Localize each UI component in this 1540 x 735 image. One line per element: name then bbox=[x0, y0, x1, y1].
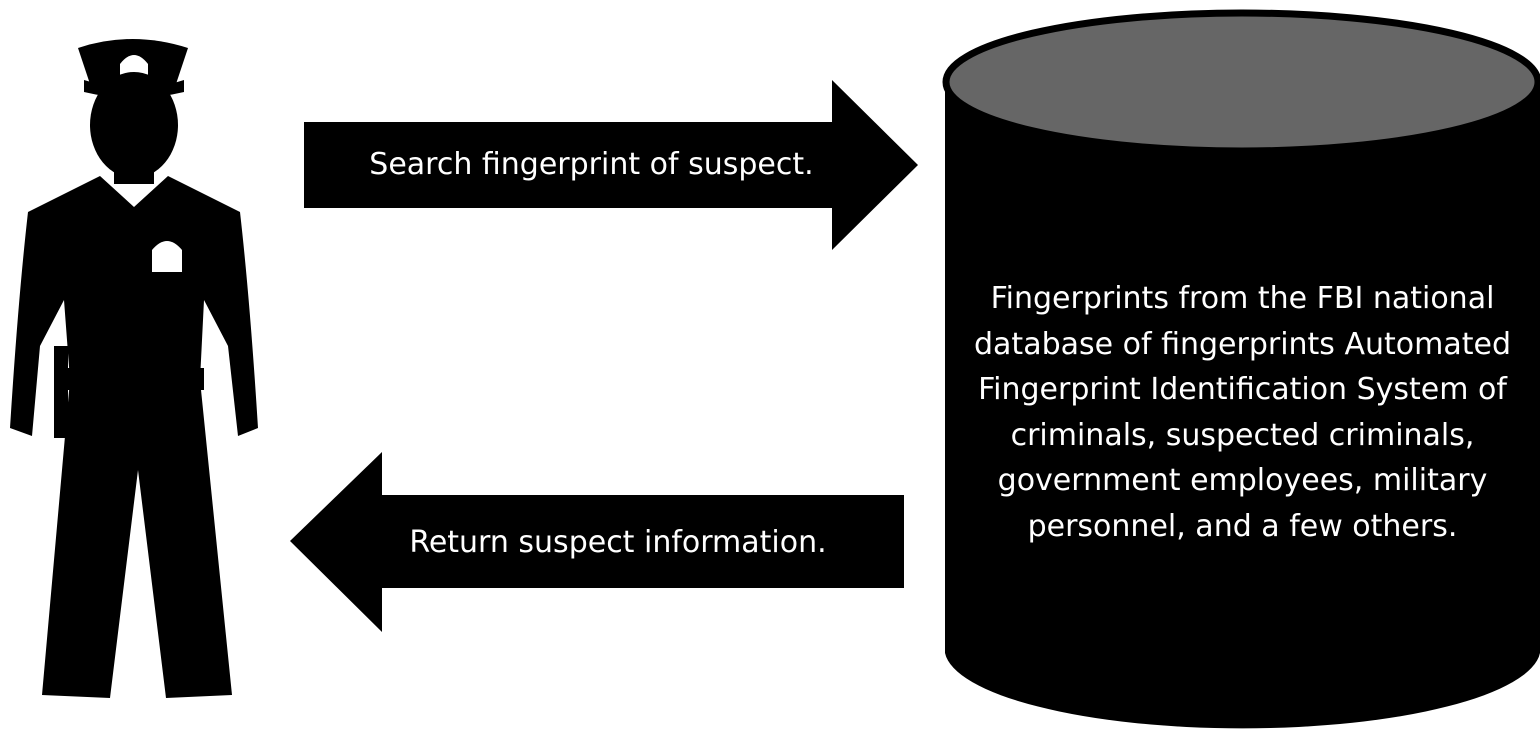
database-body bbox=[945, 82, 1540, 729]
database-description-line: Fingerprint Identification System of bbox=[978, 372, 1507, 407]
database-description-line: Fingerprints from the FBI national bbox=[990, 281, 1495, 316]
arrow-left bbox=[290, 452, 904, 632]
officer-body bbox=[10, 176, 258, 698]
database-description-line: criminals, suspected criminals, bbox=[1010, 417, 1475, 453]
officer-belt bbox=[60, 368, 204, 390]
officer-neck bbox=[114, 160, 154, 184]
database-description: Fingerprints from the FBI national datab… bbox=[955, 276, 1530, 549]
database-cylinder-icon bbox=[942, 9, 1540, 729]
badge-icon bbox=[152, 241, 182, 272]
database-top bbox=[942, 9, 1540, 155]
arrow-back-label: Return suspect information. bbox=[409, 525, 827, 560]
police-officer-icon bbox=[10, 39, 258, 698]
arrow-out-label: Search fingerprint of suspect. bbox=[369, 147, 814, 182]
database-description-line: database of fingerprints Automated bbox=[974, 326, 1511, 362]
arrow-right bbox=[304, 80, 918, 250]
database-description-line: government employees, military bbox=[997, 463, 1488, 498]
officer-head bbox=[90, 72, 178, 178]
baton-icon bbox=[54, 346, 68, 438]
database-description-line: personnel, and a few others. bbox=[1027, 508, 1458, 544]
